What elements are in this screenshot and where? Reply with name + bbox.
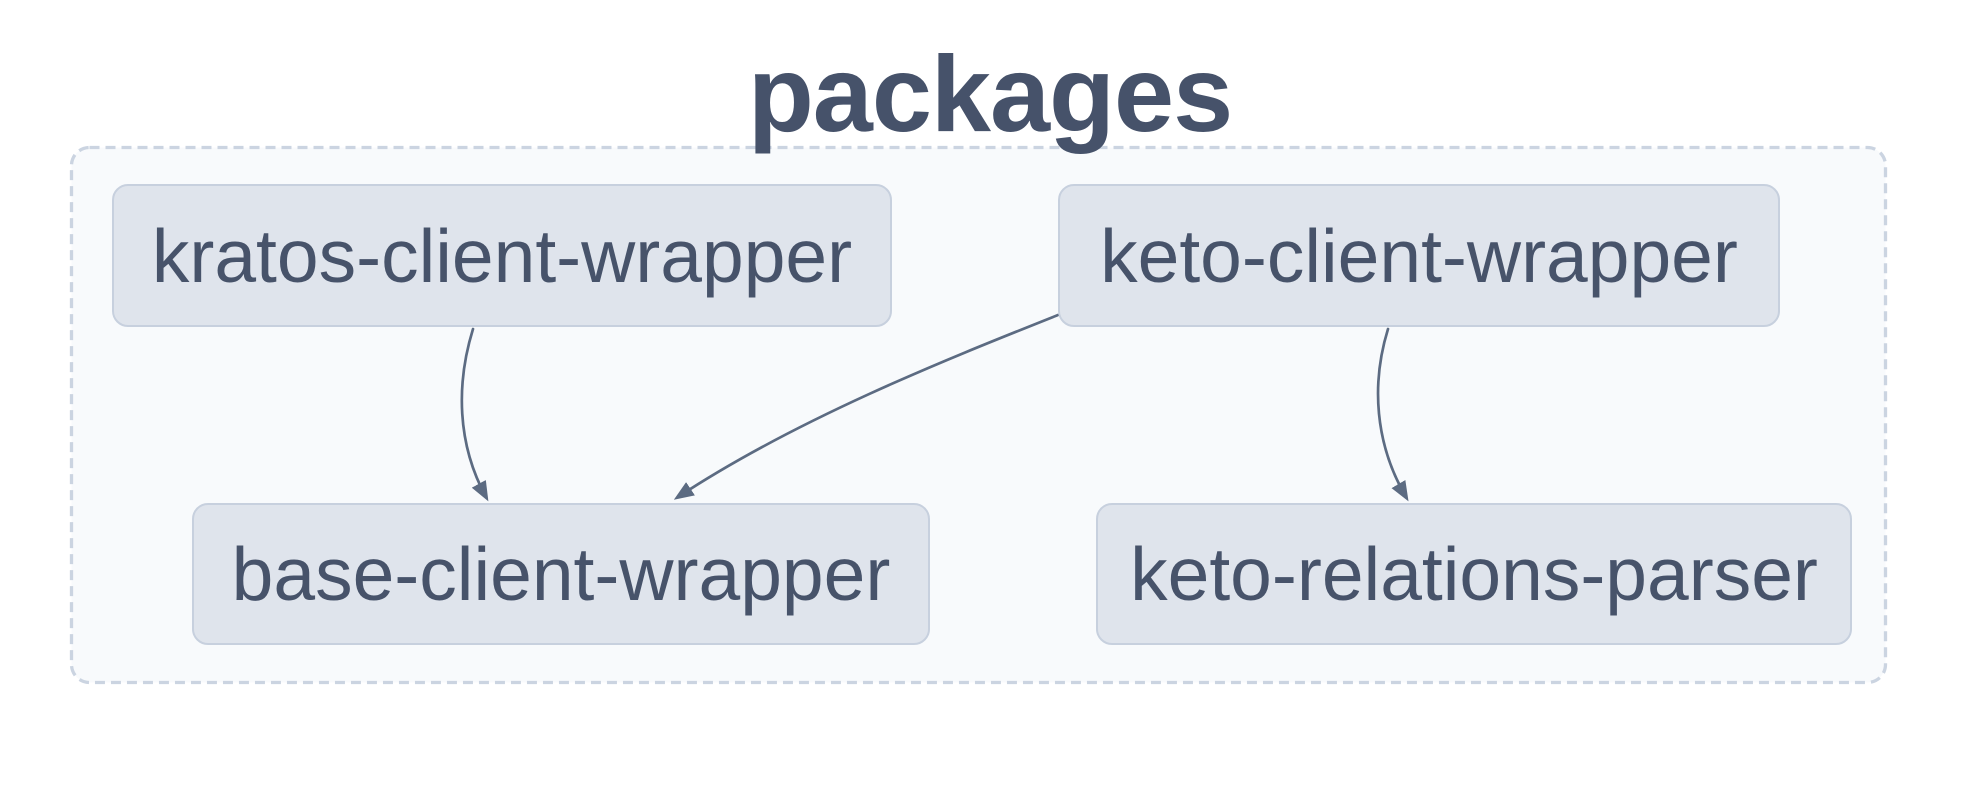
diagram-title: packages xyxy=(747,33,1233,154)
node-keto-client-wrapper: keto-client-wrapper xyxy=(1058,184,1780,327)
node-kratos-client-wrapper: kratos-client-wrapper xyxy=(112,184,892,327)
node-keto-relations-parser: keto-relations-parser xyxy=(1096,503,1852,645)
edge-keto-client-wrapper-to-keto-relations-parser xyxy=(1376,327,1409,502)
node-base-client-wrapper: base-client-wrapper xyxy=(192,503,930,645)
edge-kratos-client-wrapper-to-base-client-wrapper xyxy=(460,327,489,502)
edge-keto-client-wrapper-to-base-client-wrapper xyxy=(673,313,1060,500)
